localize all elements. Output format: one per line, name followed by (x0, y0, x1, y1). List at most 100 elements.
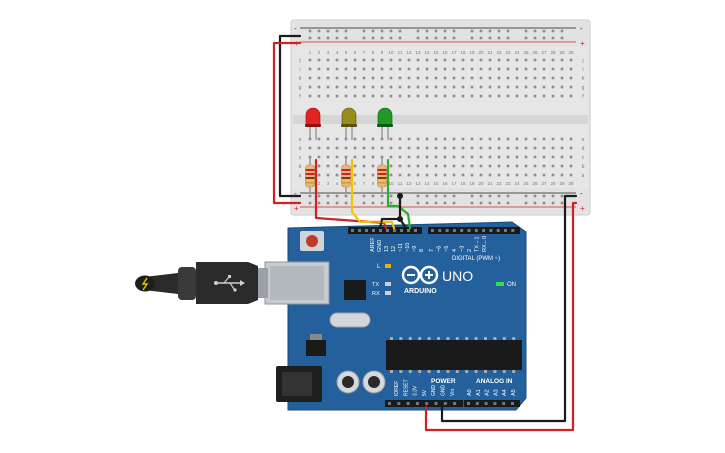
column-number-top: 14 (424, 50, 430, 55)
header-pin[interactable] (400, 229, 403, 232)
breadboard-hole (479, 94, 483, 98)
breadboard: - + - + - + - + 112233445566778899101011… (290, 19, 591, 216)
header-pin[interactable] (425, 402, 429, 405)
rail-hole (560, 29, 564, 33)
header-pin[interactable] (493, 402, 497, 405)
breadboard-hole (461, 58, 465, 62)
power-pin-label: 5V (422, 389, 428, 396)
header-pin[interactable] (511, 402, 514, 405)
rail-hole (398, 36, 402, 40)
header-pin[interactable] (414, 229, 417, 232)
header-pin[interactable] (496, 229, 500, 232)
column-number-bottom: 28 (550, 181, 556, 186)
header-pin[interactable] (489, 229, 493, 232)
header-pin[interactable] (467, 229, 471, 232)
column-number-top: 17 (451, 50, 457, 55)
header-pin[interactable] (393, 229, 396, 232)
breadboard-hole (524, 173, 528, 177)
header-pin[interactable] (502, 402, 506, 405)
breadboard-hole (524, 164, 528, 168)
header-pin[interactable] (365, 229, 368, 232)
header-pin[interactable] (358, 229, 361, 232)
digital-pin-label: ~10 (405, 243, 411, 252)
reset-button[interactable] (306, 235, 318, 247)
breadboard-hole (497, 137, 501, 141)
breadboard-hole (569, 94, 573, 98)
header-pin[interactable] (438, 229, 442, 232)
header-pin[interactable] (484, 402, 488, 405)
rail-hole (389, 194, 393, 198)
chip-leg (437, 370, 440, 373)
bottom-power-rail (293, 188, 588, 213)
gnd-wire-endpoint (397, 193, 403, 199)
breadboard-hole (362, 173, 366, 177)
breadboard-hole (371, 94, 375, 98)
rail-plus-label-bottom-left: + (294, 204, 299, 213)
breadboard-hole (344, 76, 348, 80)
breadboard-hole (398, 146, 402, 150)
breadboard-hole (434, 173, 438, 177)
header-pin[interactable] (372, 229, 375, 232)
breadboard-hole (371, 58, 375, 62)
column-number-top: 10 (388, 50, 394, 55)
header-pin[interactable] (452, 229, 456, 232)
rail-hole (488, 36, 492, 40)
breadboard-hole (470, 137, 474, 141)
header-pin[interactable] (415, 402, 419, 405)
header-pin[interactable] (406, 402, 410, 405)
breadboard-hole (398, 94, 402, 98)
column-number-top: 3 (327, 50, 330, 55)
column-number-bottom: 16 (442, 181, 448, 186)
rail-hole (470, 36, 474, 40)
breadboard-hole (308, 146, 312, 150)
header-pin[interactable] (388, 402, 391, 405)
header-pin[interactable] (407, 229, 410, 232)
breadboard-hole (353, 164, 357, 168)
breadboard-hole (506, 94, 510, 98)
breadboard-hole (416, 146, 420, 150)
header-pin[interactable] (386, 229, 389, 232)
red-led-signal-wire (314, 158, 388, 230)
breadboard-hole (308, 67, 312, 71)
header-pin[interactable] (431, 229, 434, 232)
column-number-bottom: 3 (327, 181, 330, 186)
usb-boot (178, 267, 196, 300)
breadboard-hole (407, 58, 411, 62)
header-pin[interactable] (475, 402, 479, 405)
header-pin[interactable] (482, 229, 486, 232)
header-pin[interactable] (351, 229, 354, 232)
header-pin[interactable] (504, 229, 507, 232)
lightning-icon (141, 277, 149, 291)
column-number-bottom: 23 (505, 181, 511, 186)
breadboard-hole (317, 94, 321, 98)
header-pin[interactable] (434, 402, 438, 405)
breadboard-hole (506, 58, 510, 62)
header-pin[interactable] (474, 229, 478, 232)
breadboard-hole (533, 76, 537, 80)
breadboard-hole (326, 164, 330, 168)
breadboard-hole (425, 85, 429, 89)
header-pin[interactable] (460, 229, 464, 232)
chip-leg (512, 370, 516, 373)
rail-hole (371, 201, 375, 205)
header-pin[interactable] (443, 402, 447, 405)
header-pin[interactable] (511, 229, 515, 232)
column-number-bottom: 20 (478, 181, 484, 186)
rail-hole (479, 201, 483, 205)
header-pin[interactable] (467, 402, 470, 405)
breadboard-hole (326, 146, 330, 150)
chip-leg (484, 337, 487, 340)
column-number-top: 4 (336, 50, 339, 55)
rail-hole (560, 36, 564, 40)
rail-hole (416, 201, 420, 205)
header-pin[interactable] (397, 402, 401, 405)
breadboard-hole (407, 146, 411, 150)
wires (272, 34, 578, 432)
header-pin[interactable] (379, 229, 382, 232)
breadboard-holes (308, 29, 573, 205)
header-pin[interactable] (453, 402, 457, 405)
usb-controller-chip (344, 280, 366, 300)
breadboard-hole (533, 146, 537, 150)
breadboard-hole (389, 58, 393, 62)
header-pin[interactable] (445, 229, 449, 232)
